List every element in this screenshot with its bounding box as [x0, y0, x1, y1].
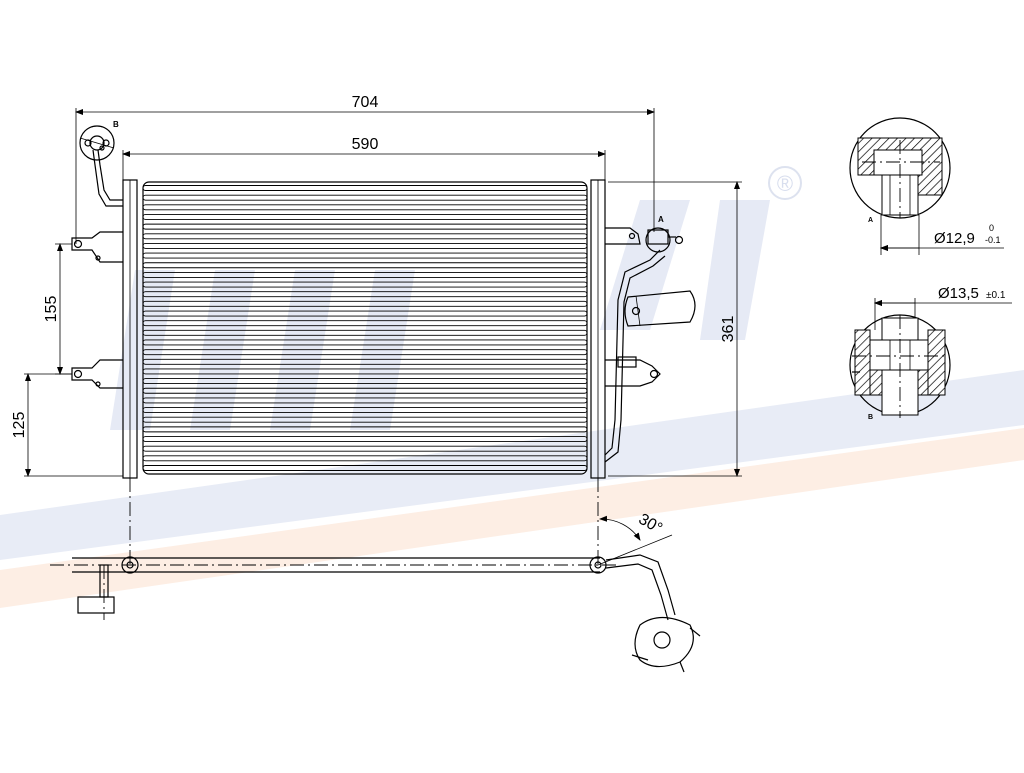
core-tube: [142, 204, 588, 211]
detail-b-diameter: Ø13,5: [938, 285, 979, 302]
core-tube: [142, 368, 588, 375]
watermark-logo: [110, 200, 770, 430]
core-tube: [142, 378, 588, 385]
core-tube: [142, 252, 588, 259]
dim-704: 704: [352, 94, 379, 111]
core-tube: [142, 436, 588, 442]
core-tube: [142, 262, 588, 269]
core-tube: [142, 455, 588, 462]
callout-b-front: B: [113, 120, 119, 129]
dim-590: 590: [352, 136, 379, 153]
angle-arc: [599, 515, 641, 541]
detail-b-tolerance: ±0.1: [986, 290, 1006, 301]
dim-155: 155: [43, 296, 60, 323]
core-tube: [142, 407, 588, 414]
core-tube: [142, 271, 588, 278]
watermark-band-blue: [0, 370, 1024, 560]
core-tube: [142, 310, 588, 317]
core-tube: [142, 426, 588, 433]
core-tube: [142, 242, 588, 249]
core-tube: [142, 339, 588, 346]
core-tube: [142, 223, 588, 230]
watermark-band-orange: [0, 428, 1024, 608]
core-tube: [142, 194, 588, 201]
core-tube: [142, 185, 588, 191]
right-mount-bracket-lower: [605, 359, 661, 387]
detail-a: A Ø12,9 0 -0.1: [849, 117, 1004, 255]
dim-125: 125: [11, 412, 28, 439]
registered-circle: [768, 166, 802, 200]
dim-361: 361: [720, 316, 737, 343]
core-tube: [142, 300, 588, 307]
outlet-pipe-fitting-a: [604, 227, 684, 463]
right-mount-bracket-upper: [605, 227, 641, 245]
detail-a-label: A: [868, 217, 873, 224]
detail-b: B Ø13,5 ±0.1: [849, 285, 1012, 421]
core-tube: [142, 387, 588, 394]
core-tube: [142, 214, 588, 220]
receiver-drier: [617, 290, 696, 368]
left-mount-bracket-lower: [71, 359, 123, 389]
left-mount-bracket-upper: [71, 231, 123, 263]
registered-mark: ®: [777, 171, 793, 196]
core-tube: [142, 445, 588, 452]
detail-a-diameter: Ø12,9: [934, 230, 975, 247]
condenser-core: [142, 181, 588, 475]
core-tube: [142, 465, 588, 471]
detail-a-tol-lower: -0.1: [985, 235, 1001, 245]
core-tube: [142, 397, 588, 404]
core-tube: [142, 358, 588, 365]
core-tube: [142, 329, 588, 336]
callout-a-front: A: [658, 215, 664, 224]
core-tube: [142, 233, 588, 240]
detail-b-label: B: [868, 414, 873, 421]
detail-a-tol-upper: 0: [989, 223, 994, 233]
core-fins: [142, 185, 588, 471]
core-tube: [142, 281, 588, 288]
core-tube: [142, 291, 588, 298]
core-tube: [142, 416, 588, 423]
core-tube: [142, 320, 588, 327]
core-tube: [142, 349, 588, 356]
inlet-pipe-fitting-b: [79, 125, 123, 207]
